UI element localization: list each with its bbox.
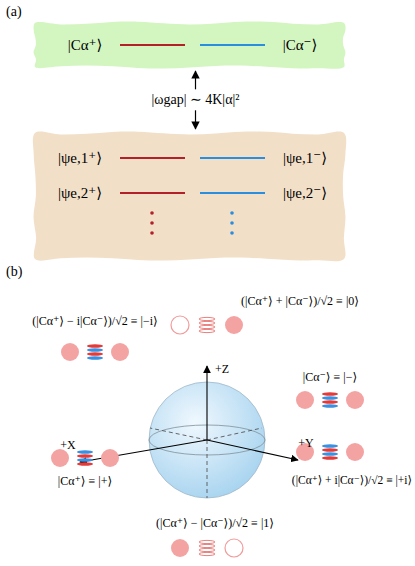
coherent-blob [346, 391, 364, 409]
coherent-blob [346, 443, 364, 461]
level-line [120, 157, 185, 159]
axis-dashed [207, 428, 262, 440]
text-label: (|Cα⁺⟩ + |Cα⁻⟩)/√2 ≡ |0⟩ [241, 295, 359, 308]
coherent-blob [101, 449, 119, 467]
text-label: +X [60, 439, 75, 452]
y-axis-arrow [207, 440, 298, 460]
axis-dashed [150, 428, 207, 440]
ellipsis-dots [150, 211, 234, 235]
energy-band: |ψe,1⁺⟩ |ψe,1⁻⟩ |ψe,2⁺⟩ |ψe,2⁻⟩ [32, 130, 347, 262]
fringes [322, 444, 338, 460]
state-label: |ψe,1⁺⟩ [58, 150, 102, 167]
x-axis-arrow [80, 440, 207, 462]
level-line [200, 44, 265, 46]
coherent-blob [171, 539, 189, 557]
state-label: |ψe,1⁻⟩ [283, 150, 327, 167]
text-label: (b) [6, 264, 22, 279]
dot [230, 211, 234, 215]
coherent-blob [225, 316, 243, 334]
level-line [120, 192, 185, 194]
coherent-blob [296, 391, 314, 409]
bloch-sphere [80, 366, 298, 498]
pictogram-1 [171, 539, 243, 557]
pictogram-minus-i [61, 343, 129, 361]
z-axis-arrow [206, 366, 207, 440]
coherent-blob [171, 316, 189, 334]
energy-levels [120, 45, 265, 193]
state-label: |Cα⁻⟩ [283, 37, 318, 54]
fringes [199, 540, 215, 555]
fringes [322, 392, 338, 408]
state-label: |ψe,2⁺⟩ [58, 185, 102, 202]
state-label: |ψe,2⁻⟩ [283, 185, 327, 202]
level-line [200, 157, 265, 159]
coherent-blob [61, 343, 79, 361]
state-label: |Cα⁺⟩ [68, 37, 103, 54]
text-label: (a) [6, 4, 22, 19]
pictogram-minus [296, 391, 364, 409]
fringes [77, 450, 93, 466]
band-shape [34, 22, 346, 69]
text-label: +Y [298, 437, 313, 450]
text-label: |Cα⁻⟩ ≡ |−⟩ [303, 371, 357, 384]
dot [150, 211, 154, 215]
text-label: (|Cα⁺⟩ − |Cα⁻⟩)/√2 ≡ |1⟩ [156, 517, 274, 530]
level-line [200, 192, 265, 194]
text-label: +Z [215, 363, 229, 376]
coherent-blob [111, 343, 129, 361]
text-label: (|Cα⁺⟩ − i|Cα⁻⟩)/√2 ≡ |−i⟩ [32, 315, 157, 328]
fringes [199, 317, 215, 332]
text-label: |Cα⁺⟩ ≡ |+⟩ [58, 475, 112, 488]
text-label: (|Cα⁺⟩ + i|Cα⁻⟩)/√2 ≡ |+i⟩ [292, 474, 412, 487]
dot [150, 221, 154, 225]
dot [150, 231, 154, 235]
dot [230, 221, 234, 225]
coherent-blob [225, 539, 243, 557]
energy-band: |Cα⁺⟩ |Cα⁻⟩ [32, 20, 347, 70]
gap-label: |ωgap| ∼ 4K|α|² [147, 89, 243, 110]
band-shape [33, 132, 346, 262]
fringes [87, 344, 103, 360]
pictogram-0 [171, 316, 243, 334]
dot [230, 231, 234, 235]
level-line [120, 44, 185, 46]
axis-dashed [207, 440, 208, 498]
